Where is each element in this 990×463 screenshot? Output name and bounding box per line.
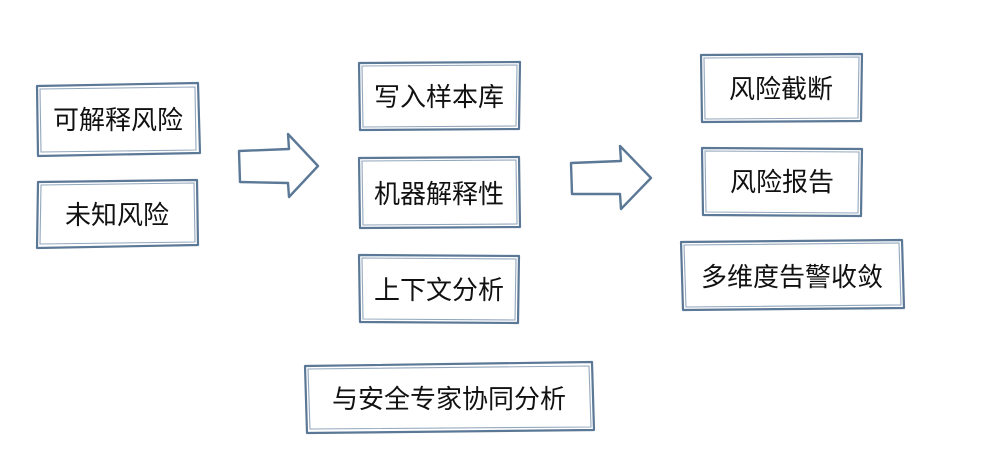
node-machine-interpretability: 机器解释性 — [357, 155, 522, 230]
node-known-risk: 可解释风险 — [35, 81, 202, 158]
node-risk-report: 风险报告 — [700, 146, 864, 218]
node-multidimensional-alert-convergence: 多维度告警收敛 — [679, 238, 906, 312]
node-risk-interception: 风险截断 — [699, 52, 864, 124]
node-unknown-risk: 未知风险 — [35, 178, 200, 250]
node-expert-collaboration-label: 与安全专家协同分析 — [332, 385, 566, 415]
node-write-sample-library: 写入样本库 — [357, 60, 522, 132]
node-risk-interception-label: 风险截断 — [729, 75, 833, 105]
node-context-analysis-label: 上下文分析 — [374, 276, 504, 306]
node-expert-collaboration: 与安全专家协同分析 — [303, 360, 596, 435]
node-write-sample-library-label: 写入样本库 — [374, 83, 504, 113]
node-known-risk-label: 可解释风险 — [53, 106, 183, 136]
node-unknown-risk-label: 未知风险 — [65, 201, 169, 231]
right-arrow-icon — [237, 132, 320, 199]
node-context-analysis: 上下文分析 — [357, 253, 521, 325]
node-machine-interpretability-label: 机器解释性 — [374, 180, 504, 210]
right-arrow-icon — [569, 144, 653, 211]
node-risk-report-label: 风险报告 — [730, 168, 834, 198]
node-multidimensional-alert-convergence-label: 多维度告警收敛 — [701, 263, 883, 293]
